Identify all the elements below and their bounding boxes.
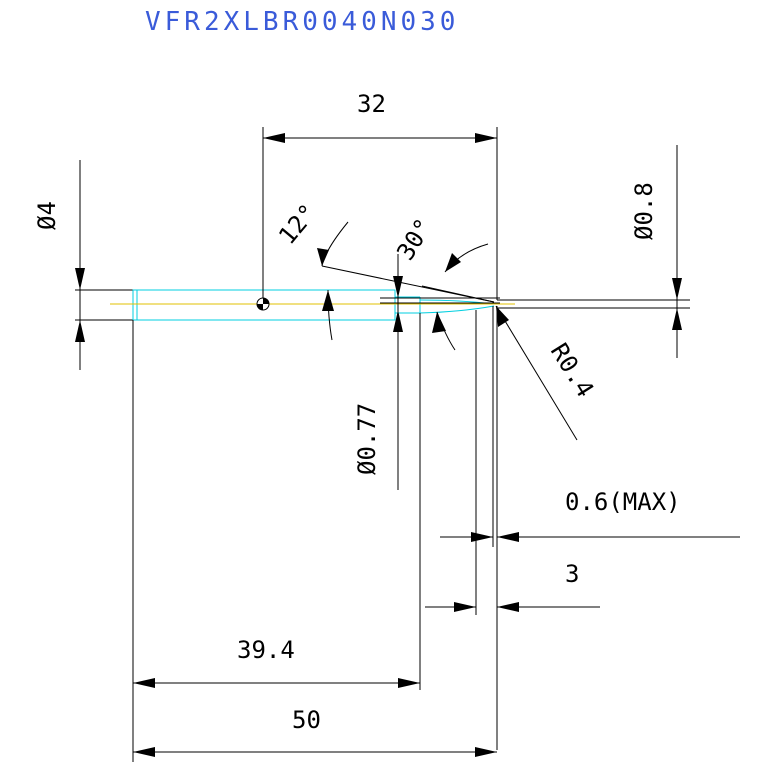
tool-body [75,289,515,321]
dim-dia-08-label: Ø0.8 [630,182,658,240]
dim-3-label: 3 [565,560,579,588]
dim-39-4-label: 39.4 [237,636,295,664]
dimension-angle-12: 12° [273,199,495,341]
dimension-angle-30: 30° [391,214,495,370]
dim-32-label: 32 [357,90,386,118]
dimension-3: 3 [425,310,600,615]
dimension-06-max: 0.6(MAX) [440,306,740,750]
dim-angle-12-label: 12° [273,199,322,250]
dimension-39-4: 39.4 [132,313,421,762]
dim-06-max-label: 0.6(MAX) [565,488,681,516]
dim-radius-04-label: R0.4 [545,338,599,402]
dimension-50: 50 [133,706,497,757]
dim-dia-4-label: Ø4 [33,201,61,230]
dimension-dia-08: Ø0.8 [497,145,690,358]
part-number-title: VFR2XLBR0040N030 [145,7,459,37]
dimension-dia-4: Ø4 [33,160,85,370]
dim-50-label: 50 [292,706,321,734]
dim-dia-077-label: Ø0.77 [353,403,381,475]
dimension-dia-077: Ø0.77 [353,310,399,490]
dimension-32: 32 [262,90,498,300]
dimension-radius-04: R0.4 [495,305,599,441]
